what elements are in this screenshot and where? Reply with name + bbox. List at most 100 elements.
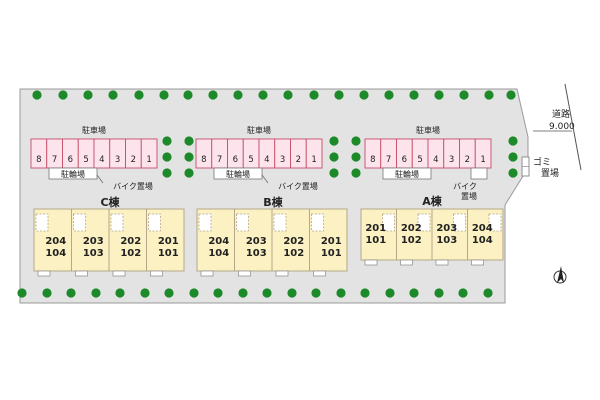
unit-balcony bbox=[471, 259, 484, 266]
unit-balcony bbox=[400, 259, 413, 266]
tree-icon-27 bbox=[189, 288, 199, 298]
unit-number-upper: 201 bbox=[365, 223, 386, 234]
unit-entrance bbox=[198, 213, 212, 232]
tree-icon-48 bbox=[329, 168, 339, 178]
tree-icon-2 bbox=[83, 90, 93, 100]
unit-number-upper: 204 bbox=[472, 223, 493, 234]
unit-balcony bbox=[112, 270, 126, 277]
road-width: 9.000 bbox=[549, 122, 575, 132]
unit-entrance bbox=[453, 213, 466, 232]
tree-icon-36 bbox=[409, 288, 419, 298]
tree-icon-23 bbox=[91, 288, 101, 298]
tree-icon-1 bbox=[58, 90, 68, 100]
unit-entrance bbox=[148, 213, 161, 232]
parking-space-number: 7 bbox=[386, 155, 391, 165]
garbage-label-line2: 置場 bbox=[541, 167, 559, 179]
unit-balcony bbox=[37, 270, 51, 277]
unit-number-lower: 102 bbox=[120, 248, 141, 259]
parking-space-number: 5 bbox=[417, 155, 422, 165]
parking-space-number: 7 bbox=[217, 155, 222, 165]
tree-icon-10 bbox=[283, 90, 293, 100]
unit-number-upper: 202 bbox=[120, 236, 141, 247]
unit-number-lower: 101 bbox=[158, 248, 179, 259]
parking-label: 駐車場 bbox=[416, 125, 440, 135]
tree-icon-4 bbox=[134, 90, 144, 100]
unit-number-upper: 203 bbox=[246, 236, 267, 247]
tree-icon-28 bbox=[213, 288, 223, 298]
bicycle-parking-box bbox=[382, 167, 432, 180]
unit-balcony bbox=[313, 270, 326, 277]
building-name: C棟 bbox=[100, 195, 120, 209]
unit-number-lower: 101 bbox=[365, 235, 386, 246]
tree-icon-14 bbox=[384, 90, 394, 100]
unit-number-lower: 102 bbox=[401, 235, 422, 246]
parking-space-number: 6 bbox=[402, 155, 407, 165]
tree-icon-46 bbox=[329, 136, 339, 146]
unit-number-lower: 103 bbox=[246, 248, 267, 259]
tree-icon-52 bbox=[508, 136, 518, 146]
parking-space-number: 8 bbox=[201, 155, 206, 165]
unit-entrance bbox=[35, 213, 49, 232]
tree-icon-5 bbox=[159, 90, 169, 100]
parking-space bbox=[305, 138, 323, 169]
parking-space bbox=[140, 138, 158, 169]
parking-space-number: 3 bbox=[115, 155, 120, 165]
parking-space-number: 6 bbox=[233, 155, 238, 165]
tree-icon-37 bbox=[434, 288, 444, 298]
unit-entrance bbox=[73, 213, 86, 232]
bicycle-parking-label: 駐輪場 bbox=[61, 169, 85, 179]
unit-entrance bbox=[382, 213, 395, 232]
unit-number-upper: 202 bbox=[401, 223, 422, 234]
parking-space-number: 4 bbox=[433, 155, 438, 165]
tree-icon-9 bbox=[258, 90, 268, 100]
tree-icon-31 bbox=[287, 288, 297, 298]
trees bbox=[17, 90, 518, 298]
tree-icon-24 bbox=[115, 288, 125, 298]
unit-number-upper: 202 bbox=[283, 236, 304, 247]
tree-icon-40 bbox=[162, 136, 172, 146]
unit-number-lower: 104 bbox=[208, 248, 229, 259]
parking-space-number: 5 bbox=[248, 155, 253, 165]
bicycle-parking-box bbox=[213, 167, 263, 180]
tree-icon-17 bbox=[459, 90, 469, 100]
building-name: B棟 bbox=[263, 195, 283, 209]
unit-number-upper: 204 bbox=[208, 236, 229, 247]
parking-space-number: 1 bbox=[146, 155, 151, 165]
unit-balcony bbox=[364, 259, 378, 266]
unit-block bbox=[309, 208, 348, 272]
tree-icon-7 bbox=[208, 90, 218, 100]
tree-icon-6 bbox=[183, 90, 193, 100]
buildings: C棟204104203103202102201101B棟204104203103… bbox=[33, 194, 504, 277]
parking-space-number: 3 bbox=[449, 155, 454, 165]
road: 道路 9.000 bbox=[533, 83, 582, 171]
bicycle-parking-box bbox=[48, 167, 98, 180]
parking-space-number: 2 bbox=[465, 155, 470, 165]
tree-icon-30 bbox=[262, 288, 272, 298]
tree-icon-47 bbox=[329, 152, 339, 162]
parking-space-number: 8 bbox=[370, 155, 375, 165]
tree-icon-22 bbox=[66, 288, 76, 298]
unit-balcony bbox=[150, 270, 163, 277]
garbage-label-line1: ゴミ bbox=[533, 156, 551, 168]
bike-parking-leader bbox=[261, 174, 269, 184]
tree-icon-25 bbox=[140, 288, 150, 298]
north-arrow-icon bbox=[553, 266, 567, 284]
unit-balcony bbox=[75, 270, 88, 277]
unit-entrance bbox=[273, 213, 287, 232]
building-name: A棟 bbox=[422, 194, 443, 208]
parking-space-number: 1 bbox=[480, 155, 485, 165]
road-label: 道路 bbox=[552, 108, 570, 120]
road-edge-line bbox=[564, 83, 582, 171]
tree-icon-34 bbox=[360, 288, 370, 298]
parking-label: 駐車場 bbox=[247, 125, 271, 135]
tree-icon-29 bbox=[238, 288, 248, 298]
tree-icon-54 bbox=[508, 168, 518, 178]
unit-number-upper: 204 bbox=[45, 236, 66, 247]
